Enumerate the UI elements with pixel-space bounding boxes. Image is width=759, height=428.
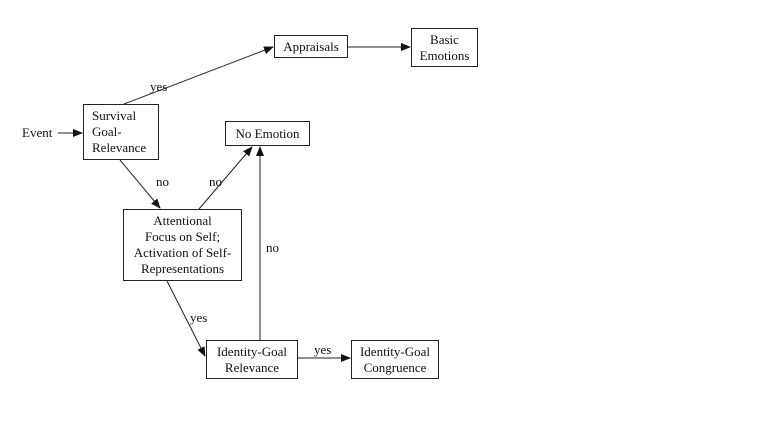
no-emotion-text: No Emotion	[235, 125, 300, 141]
basic-emotions-text: Basic Emotions	[419, 31, 470, 63]
no-emotion-box: No Emotion	[225, 121, 310, 146]
edge-label-identity-no: no	[266, 240, 279, 255]
edge-label-attentional-yes: yes	[190, 310, 208, 325]
survival-goal-relevance-text: Survival Goal- Relevance	[92, 108, 147, 155]
arrow-survival-to-appraisals	[123, 46, 274, 105]
appraisals-box: Appraisals	[274, 35, 348, 58]
identity-goal-relevance-box: Identity-Goal Relevance	[206, 340, 298, 379]
identity-goal-congruence-text: Identity-Goal Congruence	[359, 343, 431, 375]
appraisals-text: Appraisals	[283, 38, 339, 54]
arrow-attentional-to-identity-relevance	[166, 280, 206, 357]
edge-label-survival-no: no	[156, 174, 169, 189]
event-label: Event	[22, 125, 53, 140]
basic-emotions-box: Basic Emotions	[411, 28, 478, 67]
attentional-focus-box: Attentional Focus on Self; Activation of…	[123, 209, 242, 281]
identity-goal-relevance-text: Identity-Goal Relevance	[216, 343, 288, 375]
edge-label-attentional-no: no	[209, 174, 222, 189]
attentional-focus-text: Attentional Focus on Self; Activation of…	[133, 213, 232, 276]
edge-label-identity-yes: yes	[314, 342, 332, 357]
edge-label-survival-yes: yes	[150, 79, 168, 94]
arrow-attentional-to-no-emotion	[198, 146, 253, 210]
arrow-survival-to-attentional	[119, 159, 161, 209]
survival-goal-relevance-box: Survival Goal- Relevance	[83, 104, 159, 160]
identity-goal-congruence-box: Identity-Goal Congruence	[351, 340, 439, 379]
